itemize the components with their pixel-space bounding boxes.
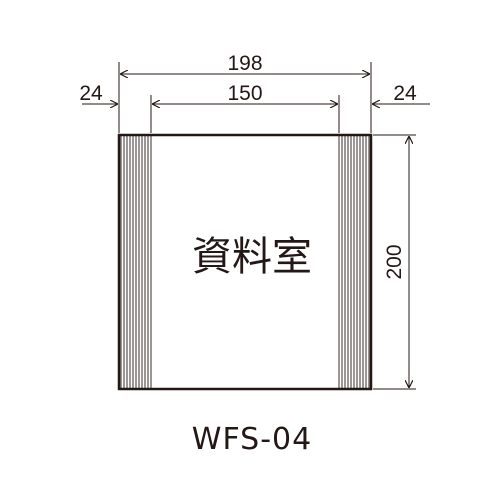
inner-width-label: 150 — [227, 82, 262, 105]
height-label: 200 — [383, 244, 406, 279]
left-frame-ribs — [120, 136, 152, 388]
model-number: WFS-04 — [192, 422, 312, 457]
inner-width-dimension: 150 24 24 — [79, 82, 430, 133]
plate-outline — [117, 133, 373, 391]
height-dimension: 200 — [373, 134, 416, 390]
overall-width-dimension: 198 — [118, 52, 372, 133]
right-frame-ribs — [338, 136, 370, 388]
sign-label: 資料室 — [192, 234, 312, 280]
overall-width-label: 198 — [227, 52, 262, 75]
sign-plate: 資料室 — [117, 133, 373, 391]
right-margin-label: 24 — [393, 82, 417, 105]
left-margin-label: 24 — [79, 82, 103, 105]
